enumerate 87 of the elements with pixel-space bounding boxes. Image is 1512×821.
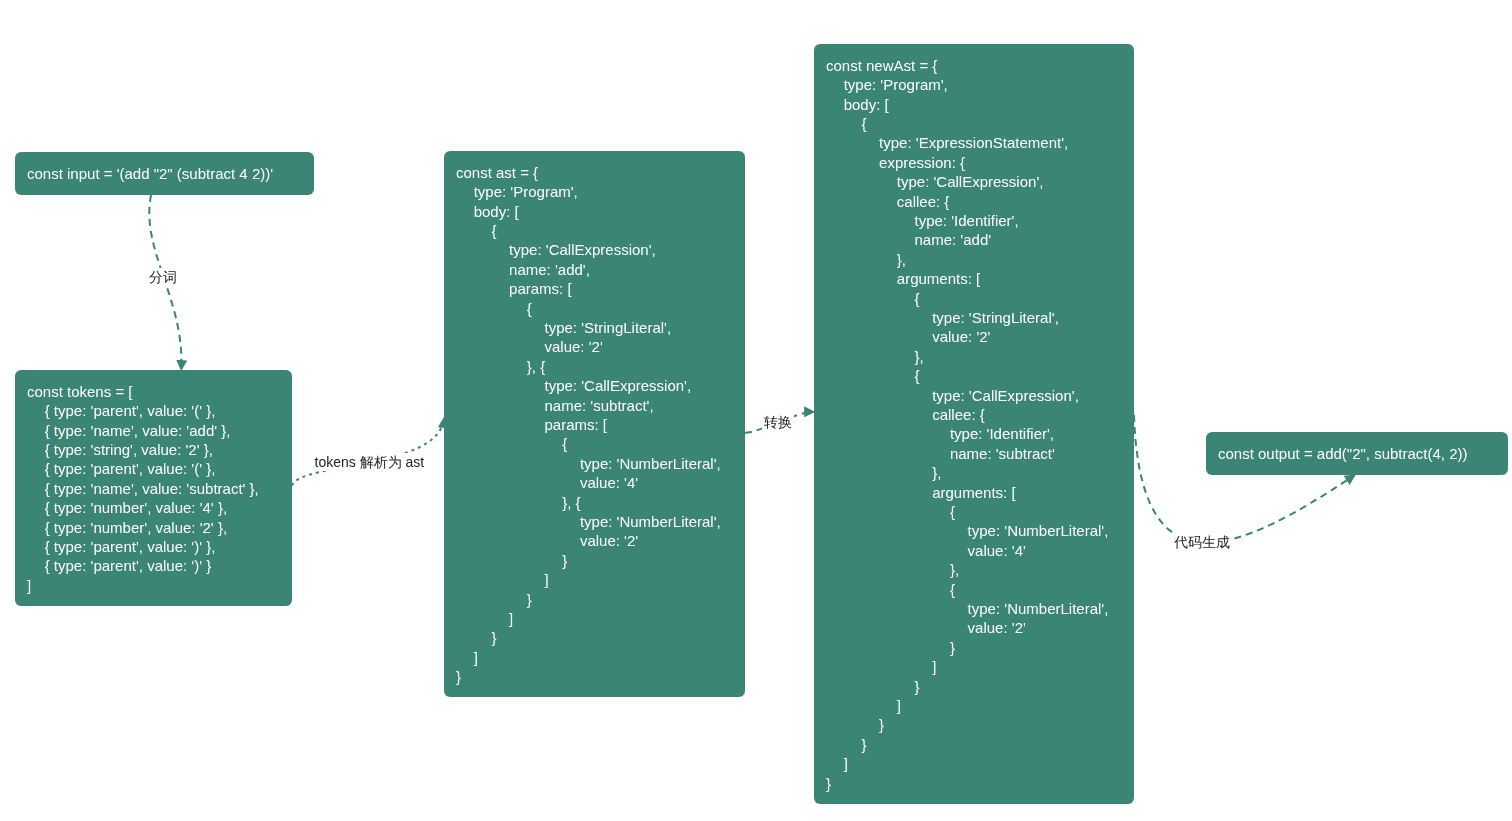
code-line: callee: { — [896, 191, 950, 211]
code-line: { — [526, 298, 532, 318]
code-line: } — [826, 773, 831, 793]
code-line: ] — [896, 695, 901, 716]
code-line: }, { — [562, 492, 581, 512]
code-line: type: 'NumberLiteral', — [967, 598, 1109, 619]
code-line: value: '4' — [579, 473, 639, 493]
code-box — [15, 152, 314, 195]
code-line: name: 'subtract' — [949, 443, 1055, 464]
code-line: ] — [509, 608, 514, 629]
code-line: const ast = { — [456, 162, 539, 183]
code-line: type: 'CallExpression', — [544, 376, 692, 396]
code-line: } — [861, 734, 867, 755]
code-line: { type: 'parent', value: ')' } — [44, 556, 212, 576]
code-line: const tokens = [ — [27, 381, 133, 402]
code-box — [814, 44, 1134, 804]
code-line: { — [949, 579, 955, 599]
code-line: }, — [932, 463, 942, 483]
code-line: } — [949, 637, 955, 658]
code-line: }, — [949, 560, 960, 580]
code-line: const output = add("2", subtract(4, 2)) — [1218, 443, 1468, 464]
code-line: value: '2' — [967, 618, 1026, 638]
code-line: type: 'CallExpression', — [932, 385, 1079, 405]
code-line: type: 'StringLiteral', — [544, 317, 672, 338]
code-line: } — [456, 667, 461, 687]
code-line: value: '4' — [967, 540, 1026, 561]
code-line: { type: 'string', value: '2' }, — [44, 439, 213, 460]
code-line: { — [861, 113, 867, 134]
code-box — [15, 370, 292, 606]
code-line: type: 'ExpressionStatement', — [879, 133, 1069, 153]
code-line: { type: 'parent', value: '(' }, — [44, 459, 216, 479]
code-line: type: 'CallExpression', — [896, 172, 1044, 192]
edge-label: 转换 — [762, 413, 794, 432]
code-line: { type: 'parent', value: ')' }, — [44, 536, 216, 557]
code-line: { type: 'name', value: 'add' }, — [44, 420, 231, 440]
code-line: }, { — [526, 356, 546, 377]
code-line: arguments: [ — [932, 482, 1016, 502]
code-line: value: '2' — [544, 337, 603, 357]
code-line: params: [ — [544, 414, 608, 435]
code-line: { type: 'number', value: '2' }, — [44, 517, 228, 537]
code-line: type: 'Program', — [473, 182, 578, 202]
code-line: name: 'add', — [509, 259, 590, 280]
code-line: }, — [914, 346, 924, 367]
code-line: ] — [843, 754, 848, 774]
code-line: name: 'add' — [914, 230, 992, 250]
code-line: ] — [473, 647, 478, 668]
code-line: } — [879, 715, 885, 735]
arrow — [148, 194, 187, 372]
code-line: name: 'subtract', — [544, 395, 654, 415]
code-line: } — [526, 589, 532, 609]
code-line: } — [491, 628, 497, 648]
code-line: params: [ — [509, 279, 572, 299]
code-line: { — [914, 366, 920, 386]
code-line: body: [ — [843, 94, 889, 114]
code-line: type: 'NumberLiteral', — [579, 511, 721, 532]
code-line: type: 'CallExpression', — [509, 240, 656, 260]
code-line: }, — [896, 249, 906, 270]
code-line: type: 'NumberLiteral', — [579, 453, 721, 474]
code-line: type: 'Identifier', — [914, 210, 1019, 231]
code-line: type: 'StringLiteral', — [932, 307, 1059, 328]
code-line: ] — [932, 657, 937, 677]
code-line: ] — [27, 575, 32, 596]
code-line: { — [949, 501, 955, 522]
edge-label: 代码生成 — [1171, 533, 1232, 552]
code-line: { — [562, 434, 568, 454]
edge-label: tokens 解析为 ast — [312, 453, 427, 472]
code-line: type: 'Identifier', — [949, 424, 1054, 444]
code-line: ] — [544, 570, 549, 590]
code-line: callee: { — [932, 404, 985, 425]
code-line: { — [914, 288, 920, 308]
code-line: body: [ — [473, 201, 519, 221]
code-line: } — [914, 676, 920, 696]
code-line: expression: { — [879, 152, 965, 173]
code-line: const input = '(add "2" (subtract 4 2))' — [27, 163, 274, 184]
code-line: const newAst = { — [826, 55, 938, 76]
code-line: { type: 'name', value: 'subtract' }, — [44, 478, 259, 499]
code-line: arguments: [ — [896, 269, 981, 289]
code-line: } — [562, 550, 568, 571]
code-box — [444, 151, 745, 697]
code-line: { type: 'number', value: '4' }, — [44, 498, 228, 518]
code-line: value: '2' — [579, 531, 639, 551]
code-line: { — [491, 220, 497, 241]
code-line: value: '2' — [932, 327, 991, 347]
code-line: type: 'NumberLiteral', — [967, 521, 1109, 541]
code-line: type: 'Program', — [843, 75, 948, 95]
code-box — [1206, 432, 1508, 475]
code-line: { type: 'parent', value: '(' }, — [44, 401, 216, 421]
